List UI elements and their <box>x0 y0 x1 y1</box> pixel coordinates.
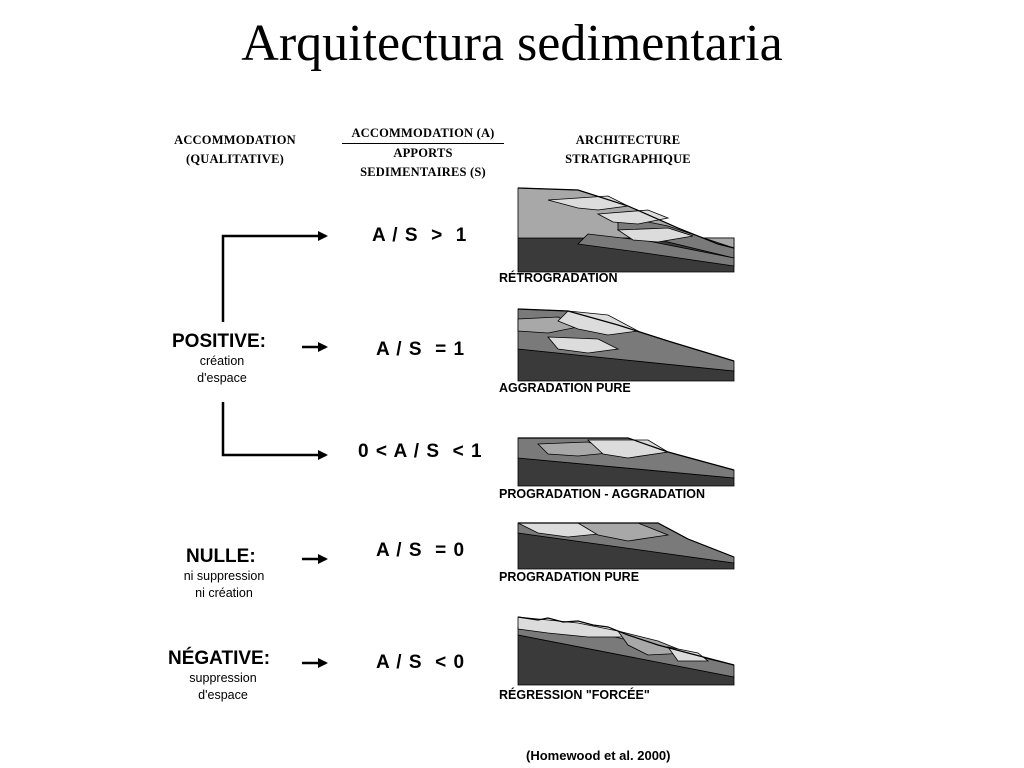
category-sub-line: d'espace <box>197 371 247 385</box>
category-sub-line: suppression <box>189 671 257 685</box>
architecture-label-3: PROGRADATION - AGGRADATION <box>499 487 706 501</box>
ratio-row-4: A / S = 0 <box>376 540 466 561</box>
architecture-label-5: RÉGRESSION "FORCÉE" <box>499 688 650 702</box>
category-label: NULLE: <box>186 546 256 567</box>
category-description: création d'espace <box>172 353 272 387</box>
branch-line-up <box>221 231 328 322</box>
ratio-row-3: 0 < A / S < 1 <box>358 441 483 462</box>
category-sub-line: ni suppression <box>183 569 265 583</box>
page-title: Arquitectura sedimentaria <box>241 15 783 72</box>
category-description: ni suppression ni création <box>164 568 284 602</box>
header-line: STRATIGRAPHIQUE <box>565 152 691 166</box>
diagram-regression-forcee <box>517 616 735 686</box>
branch-line-down <box>221 402 328 460</box>
header-line: (QUALITATIVE) <box>186 152 284 166</box>
diagram-retrogradation <box>517 187 735 273</box>
architecture-label-2: AGGRADATION PURE <box>499 381 631 395</box>
ratio-row-1: A / S > 1 <box>372 225 468 246</box>
ratio-row-2: A / S = 1 <box>376 339 466 360</box>
header-line: APPORTS <box>393 146 453 160</box>
ratio-row-5: A / S < 0 <box>376 652 466 673</box>
diagram-aggradation <box>517 308 735 382</box>
citation: (Homewood et al. 2000) <box>526 748 671 763</box>
header-line: ARCHITECTURE <box>575 133 681 147</box>
category-nulle: NULLE: ni suppression ni création <box>184 546 286 602</box>
header-ratio: ACCOMMODATION (A) APPORTS SEDIMENTAIRES … <box>338 124 508 182</box>
category-label: NÉGATIVE: <box>168 648 271 669</box>
diagram-progradation-aggradation <box>517 437 735 487</box>
category-sub-line: d'espace <box>198 688 248 702</box>
header-architecture: ARCHITECTURE STRATIGRAPHIQUE <box>548 131 708 169</box>
category-sub-line: création <box>199 354 245 368</box>
architecture-label-4: PROGRADATION PURE <box>499 570 640 584</box>
category-sub-line: ni création <box>195 586 253 600</box>
category-label: POSITIVE: <box>172 331 266 352</box>
category-positive: POSITIVE: création d'espace <box>172 331 284 387</box>
category-description: suppression d'espace <box>168 670 278 704</box>
header-numerator: ACCOMMODATION (A) <box>342 124 504 144</box>
architecture-label-1: RÉTROGRADATION <box>499 271 618 285</box>
header-line: ACCOMMODATION <box>174 133 296 147</box>
header-line: SEDIMENTAIRES (S) <box>360 165 486 179</box>
header-accommodation-qualitative: ACCOMMODATION (QUALITATIVE) <box>160 131 310 169</box>
diagram-progradation-pure <box>517 522 735 570</box>
category-negative: NÉGATIVE: suppression d'espace <box>168 648 288 704</box>
